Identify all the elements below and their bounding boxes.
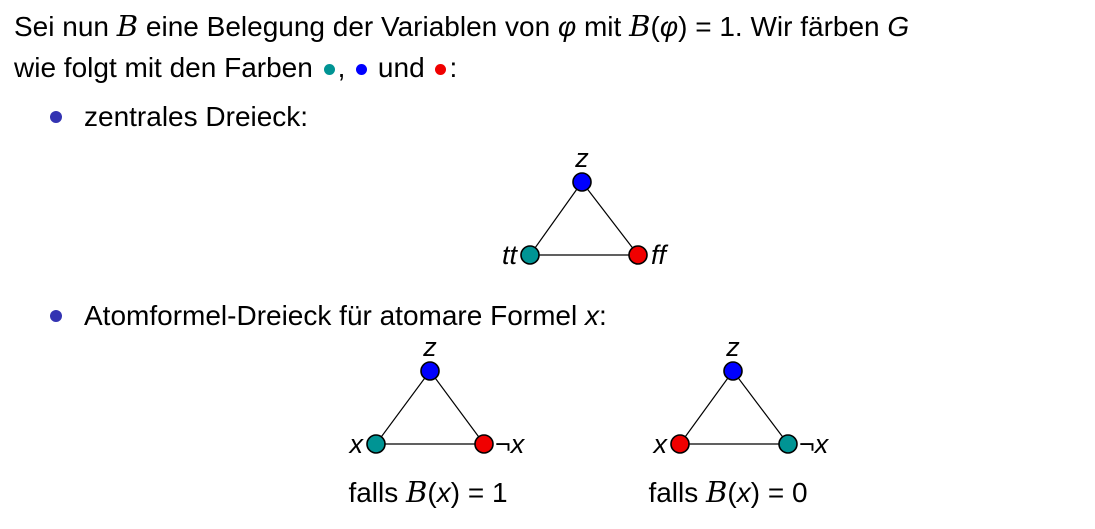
text-fragment: :: [449, 52, 458, 83]
text-fragment: (: [427, 477, 437, 508]
text-fragment: mit: [576, 11, 630, 42]
text-fragment: (: [650, 11, 660, 42]
text-fragment: eine Belegung der Variablen von: [138, 11, 558, 42]
bullet-item-label: Atomformel-Dreieck für atomare Formel x:: [84, 300, 607, 332]
node-b-equals-1-¬x: [474, 434, 494, 454]
script-b: B: [706, 475, 728, 509]
node-label-b-equals-0-¬x: ¬x: [799, 429, 830, 459]
math-x: x: [436, 477, 451, 508]
text-fragment: ,: [337, 52, 354, 83]
triangle-b-equals-1: z x ¬x: [348, 332, 526, 459]
edge: [529, 181, 583, 256]
text-fragment: Atomformel-Dreieck für atomare Formel: [84, 300, 586, 331]
node-label-central-z: z: [574, 143, 589, 173]
node-label-central-tt: tt: [502, 240, 519, 270]
node-label-b-equals-1-z: z: [422, 332, 437, 362]
math-phi: φ: [557, 11, 577, 42]
red-color-dot: [435, 64, 447, 75]
script-b: B: [116, 9, 139, 43]
node-b-equals-1-x: [366, 434, 386, 454]
edge: [429, 370, 485, 445]
node-central-tt: [520, 245, 540, 265]
caption-b-equals-0: falls B(x) = 0: [648, 475, 807, 509]
bullet-item-zentrales-dreieck: zentrales Dreieck:: [50, 101, 308, 133]
bullet-item-atomformel-dreieck: Atomformel-Dreieck für atomare Formel x:: [50, 300, 607, 332]
bullet-icon: [50, 310, 62, 322]
node-label-b-equals-0-z: z: [725, 332, 740, 362]
edge: [375, 370, 431, 445]
text-fragment: ) = 0: [750, 477, 808, 508]
node-b-equals-0-z: [723, 361, 743, 381]
teal-color-dot: [323, 64, 335, 75]
node-label-central-ff: ff: [651, 240, 669, 270]
node-label-b-equals-1-x: x: [348, 429, 365, 459]
node-central-z: [572, 172, 592, 192]
math-x: x: [736, 477, 751, 508]
node-label-b-equals-0-x: x: [652, 429, 669, 459]
text-fragment: (: [727, 477, 737, 508]
text-fragment: falls: [348, 477, 407, 508]
text-fragment: und: [370, 52, 433, 83]
node-label-b-equals-1-¬x: ¬x: [495, 429, 526, 459]
node-b-equals-1-z: [420, 361, 440, 381]
text-fragment: :: [599, 300, 607, 331]
edge: [732, 370, 789, 445]
bullet-icon: [50, 111, 62, 123]
edge: [679, 370, 734, 445]
text-fragment: falls: [648, 477, 707, 508]
triangle-b-equals-0: z x ¬x: [652, 332, 830, 459]
script-b: B: [629, 9, 651, 43]
node-b-equals-0-x: [670, 434, 690, 454]
edge: [581, 181, 639, 256]
triangle-central: z tt ff: [502, 143, 669, 270]
node-central-ff: [628, 245, 648, 265]
text-fragment: ) = 1: [450, 477, 508, 508]
math-g: G: [887, 11, 910, 42]
text-fragment: Sei nun: [14, 11, 117, 42]
blue-color-dot: [356, 64, 368, 75]
caption-b-equals-1: falls B(x) = 1: [348, 475, 507, 509]
text-fragment: wie folgt mit den Farben: [14, 52, 321, 83]
bullet-item-label: zentrales Dreieck:: [84, 101, 309, 132]
script-b: B: [406, 475, 428, 509]
heading-line2: wie folgt mit den Farben , und :: [14, 50, 457, 86]
node-b-equals-0-¬x: [778, 434, 798, 454]
math-x: x: [585, 300, 600, 331]
text-fragment: ) = 1. Wir färben: [678, 11, 888, 42]
math-phi: φ: [659, 11, 679, 42]
heading-line1: Sei nun B eine Belegung der Variablen vo…: [14, 8, 909, 45]
